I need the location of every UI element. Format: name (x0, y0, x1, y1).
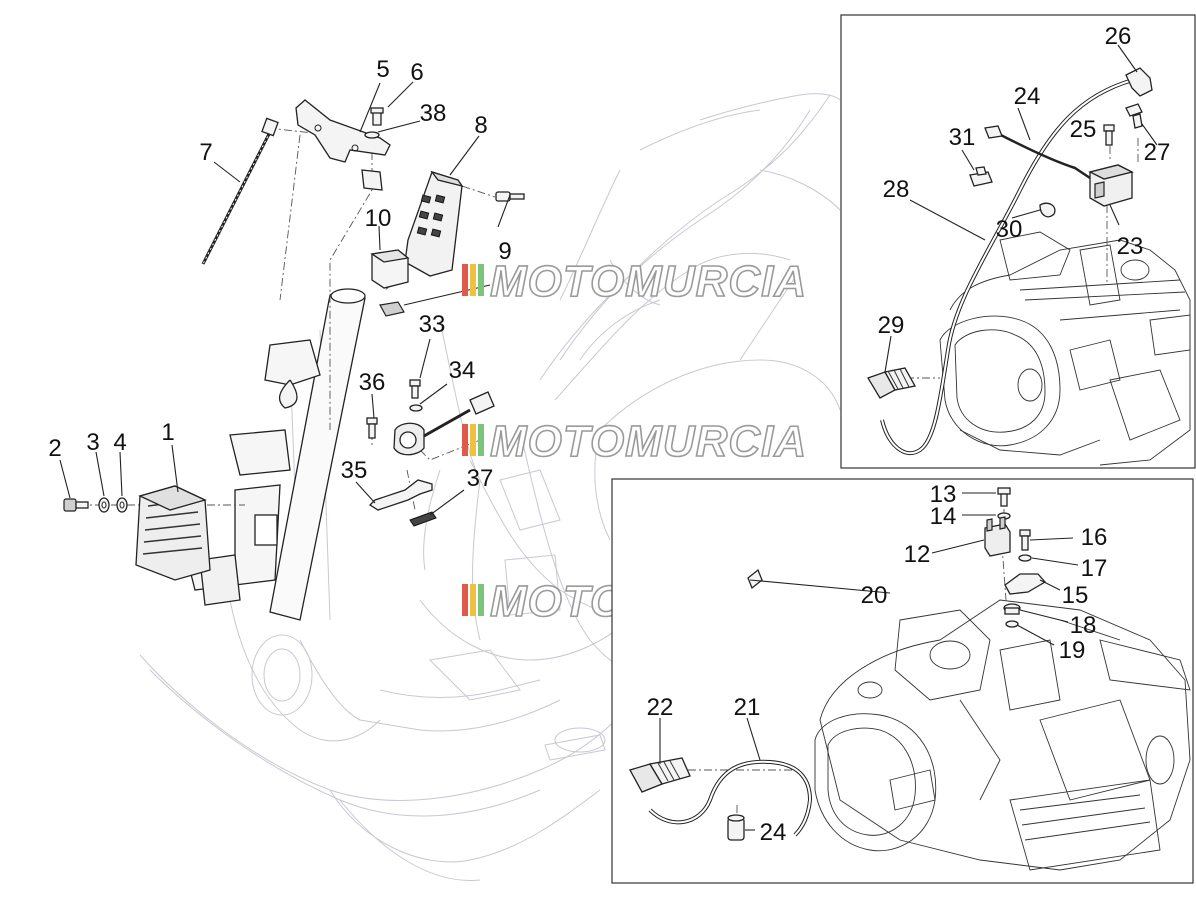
callout-14: 14 (930, 503, 957, 530)
callout-18: 18 (1070, 612, 1097, 639)
callout-5: 5 (376, 56, 389, 83)
callout-35: 35 (341, 457, 368, 484)
callout-24-bottom: 24 (760, 819, 787, 846)
callout-10: 10 (365, 205, 392, 232)
callout-30: 30 (996, 216, 1023, 243)
control-unit-part-8 (404, 170, 464, 277)
callout-8: 8 (474, 112, 487, 139)
washer-part-38 (364, 131, 380, 139)
svg-text:MOTOMURCIA: MOTOMURCIA (490, 257, 807, 306)
callout-36: 36 (359, 369, 386, 396)
spacer-part-19 (1005, 620, 1019, 628)
callout-37: 37 (467, 465, 494, 492)
callout-34: 34 (449, 357, 476, 384)
callout-33: 33 (419, 311, 446, 338)
callout-19: 19 (1059, 637, 1086, 664)
callout-27: 27 (1144, 139, 1171, 166)
grommet-part-24 (727, 814, 745, 841)
screw-part-33 (409, 379, 421, 399)
callout-29: 29 (878, 312, 905, 339)
wire-part-24-top (994, 130, 1091, 180)
callout-21: 21 (734, 694, 761, 721)
callout-38: 38 (420, 100, 447, 127)
sensor-part-29 (867, 367, 917, 399)
voltage-regulator-part-1 (135, 485, 211, 581)
callout-labels: 5 6 38 7 8 10 9 33 34 36 1 2 3 4 35 37 2… (48, 23, 1170, 846)
screw-part-6 (370, 107, 384, 126)
washer-part-3 (98, 497, 110, 513)
screw-part-36 (366, 417, 378, 439)
leaders-left (59, 81, 511, 516)
steering-column (189, 288, 366, 621)
callout-25: 25 (1070, 116, 1097, 143)
callout-6: 6 (410, 59, 423, 86)
callout-2: 2 (48, 435, 61, 462)
bracket-part-35 (368, 479, 433, 511)
callout-17: 17 (1081, 555, 1108, 582)
svg-text:MOTOMURCIA: MOTOMURCIA (490, 417, 807, 466)
screw-part-13 (997, 487, 1011, 507)
relay-part-10 (370, 249, 410, 317)
starter-relay-part-12 (984, 516, 1011, 557)
side-stand-switch (393, 391, 495, 456)
engine-sketch-top (939, 231, 1191, 466)
callout-3: 3 (86, 429, 99, 456)
washer-part-34 (409, 404, 423, 412)
watermark-1: MOTOMURCIA (462, 256, 807, 307)
callout-24-top: 24 (1014, 83, 1041, 110)
inset-ignition (840, 14, 1196, 469)
callout-13: 13 (930, 481, 957, 508)
callout-23: 23 (1117, 233, 1144, 260)
callout-15: 15 (1062, 582, 1089, 609)
clip-part-37 (409, 511, 437, 527)
screw-part-2 (63, 498, 89, 512)
clip-part-31 (969, 166, 993, 187)
callout-9: 9 (498, 238, 511, 265)
inset-starter (611, 478, 1194, 884)
washer-part-4 (116, 497, 128, 513)
sensor-part-22 (629, 757, 691, 793)
ignition-coil-part-23 (1088, 164, 1134, 207)
callout-22: 22 (647, 694, 674, 721)
screw-part-25 (1103, 124, 1115, 146)
rubber-part-18 (1003, 603, 1021, 615)
engine-sketch-bottom (814, 599, 1191, 871)
callout-1: 1 (161, 419, 174, 446)
screw-part-16 (1019, 529, 1031, 551)
watermark-2: MOTOMURCIA (462, 416, 807, 467)
clip-part-20 (747, 568, 763, 590)
callout-20: 20 (861, 582, 888, 609)
bracket-part-5 (295, 99, 391, 191)
callout-28: 28 (883, 176, 910, 203)
cable-tie-part-7 (201, 117, 279, 265)
connector-part-27 (1125, 103, 1143, 129)
callout-31: 31 (949, 124, 976, 151)
washer-part-17 (1018, 554, 1032, 562)
callout-4: 4 (113, 429, 126, 456)
spark-cap-part-26 (1125, 67, 1153, 97)
callout-12: 12 (904, 541, 931, 568)
callout-7: 7 (199, 139, 212, 166)
clip-part-30 (1039, 202, 1056, 218)
callout-26: 26 (1105, 23, 1132, 50)
callout-16: 16 (1081, 524, 1108, 551)
scooter-frame-ghost (139, 93, 841, 881)
